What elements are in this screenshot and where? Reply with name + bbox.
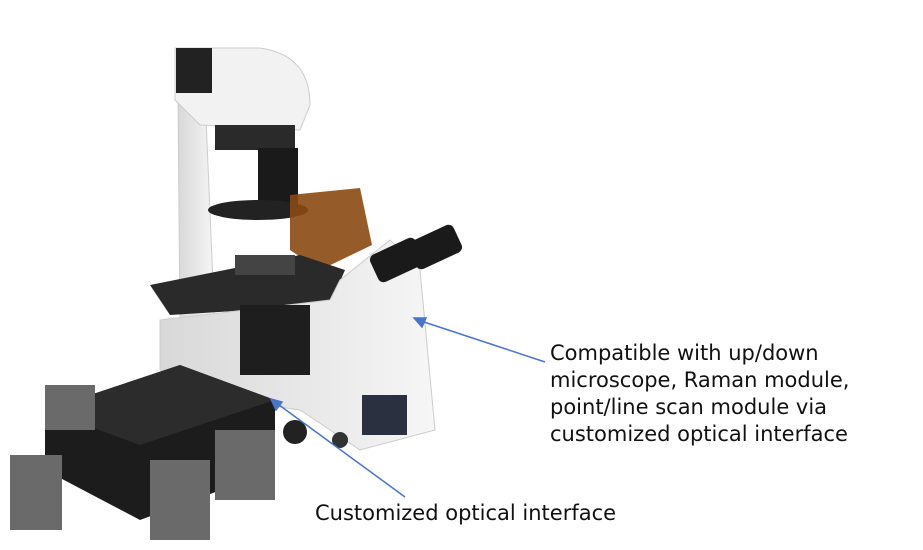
arrow-interface [274,401,406,498]
detector-modules [10,385,275,540]
condenser [215,125,295,150]
eyepieces [369,224,463,283]
callout-arrows [269,317,546,498]
filter-wheel [208,200,308,220]
touch-screen [362,395,407,435]
annotation-line: Compatible with up/down [550,341,819,365]
compatibility-annotation: Compatible with up/down microscope, Rama… [550,340,849,448]
lamp-housing [176,48,212,93]
annotation-line: point/line scan module via [550,395,828,419]
amber-shield [290,188,372,270]
arrow-compatibility [417,319,546,363]
microscope-stage [150,255,345,315]
sample-holder [235,255,295,275]
focus-knob [283,420,307,444]
nosepiece [240,305,310,375]
interface-annotation: Customized optical interface [315,501,617,525]
annotation-line: customized optical interface [550,422,848,446]
annotation-line: microscope, Raman module, [550,368,850,392]
